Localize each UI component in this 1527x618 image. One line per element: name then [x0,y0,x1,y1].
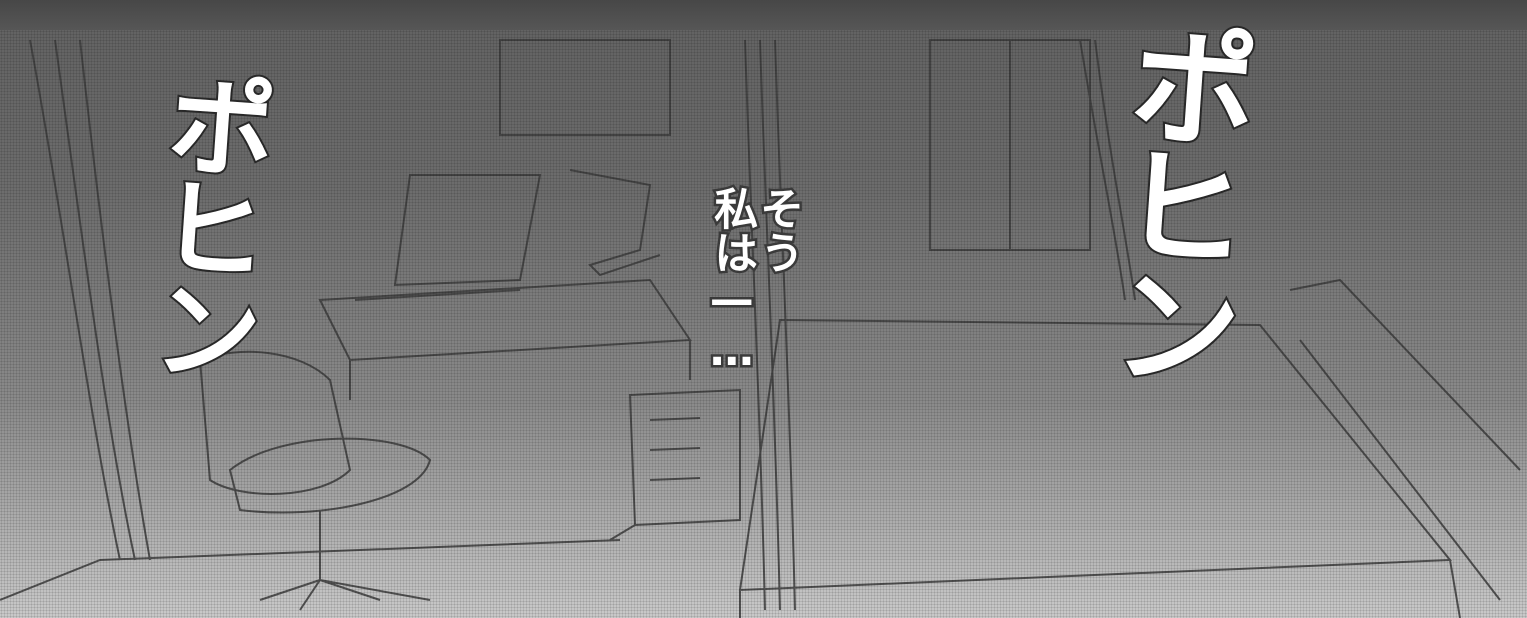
sound-effect-right: ポヒン [1085,13,1266,387]
middle-curtain [744,39,796,611]
panel-top-border [0,0,1527,30]
dialogue-line-1: そう [750,184,806,277]
sound-effect-left: ポヒン [128,64,281,382]
back-window [499,39,671,136]
dialogue-text: そう 私は—… [704,184,806,606]
desk-chair [198,350,352,495]
left-curtain [29,39,151,561]
desk [318,278,692,400]
drawer-cabinet [609,388,741,541]
bed-frame [1289,278,1521,601]
desk-lamp [569,169,661,277]
right-curtain [1079,39,1136,301]
bed [738,318,1461,618]
laptop [354,174,542,301]
dialogue-line-2: 私は—… [704,184,760,379]
